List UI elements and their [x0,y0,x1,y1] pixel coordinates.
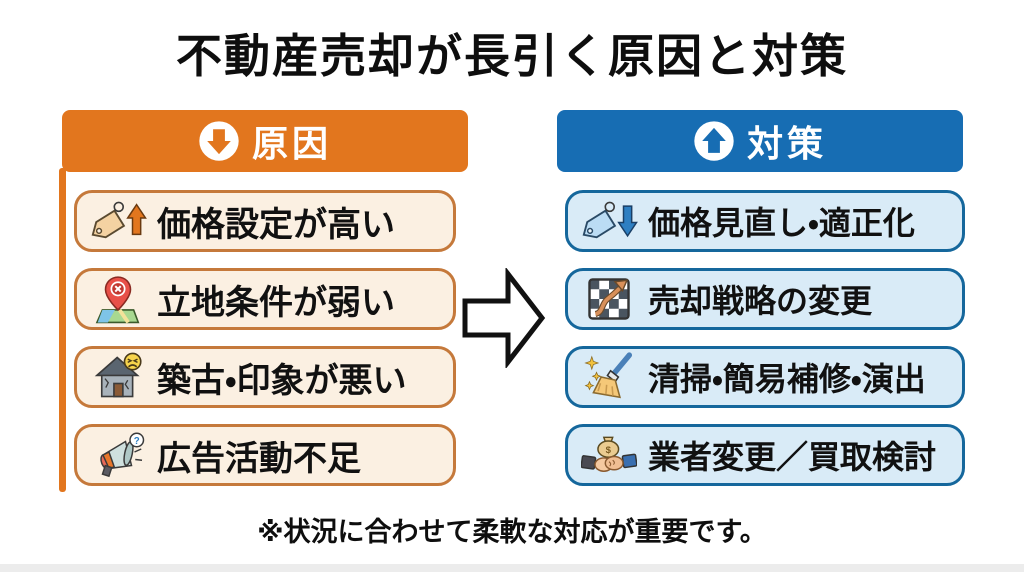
price-tag-down-icon [580,194,638,248]
solution-item-label: 清掃・簡易補修・演出 [648,361,926,397]
down-arrow-circle-icon [198,120,240,162]
strategy-checkerboard-arrow-icon [580,272,638,326]
causes-accent-line [59,168,66,492]
page-title: 不動産売却が長引く原因と対策 [176,30,848,82]
cause-item-label: 価格設定が高い [157,205,395,244]
footer-note: ※状況に合わせて柔軟な対応が重要です。 [257,517,767,547]
cause-item-label: 広告活動不足 [157,439,361,478]
bottom-strip [0,564,1024,572]
solutions-header: 対策 [557,110,963,172]
solution-item-label: 価格見直し・適正化 [648,205,915,241]
map-pin-x-icon [89,272,147,326]
cause-item-insufficient-advertising: ? 広告活動不足 [74,424,456,486]
svg-text:$: $ [606,445,612,456]
svg-text:?: ? [134,436,140,447]
solution-item-price-review: 価格見直し・適正化 [565,190,965,252]
solution-item-cleaning-repair-staging: 清掃・簡易補修・演出 [565,346,965,408]
solution-item-label: 業者変更／買取検討 [648,439,937,475]
price-tag-up-icon [89,194,147,248]
cause-item-high-price: 価格設定が高い [74,190,456,252]
cause-item-label: 立地条件が弱い [157,283,395,322]
solution-item-label: 売却戦略の変更 [648,283,873,319]
causes-header-label: 原因 [251,123,332,164]
broom-sparkles-icon [580,350,638,404]
handshake-money-bag-icon: $ [580,428,638,482]
cause-item-old-building: 築古・印象が悪い [74,346,456,408]
cause-item-weak-location: 立地条件が弱い [74,268,456,330]
solutions-header-label: 対策 [746,123,827,164]
causes-header: 原因 [62,110,468,172]
right-block-arrow-icon [462,266,546,370]
solution-item-change-agent-buyout: $ 業者変更／買取検討 [565,424,965,486]
cause-item-label: 築古・印象が悪い [157,361,407,400]
solution-item-strategy-change: 売却戦略の変更 [565,268,965,330]
megaphone-question-icon: ? [89,428,147,482]
up-arrow-circle-icon [693,120,735,162]
old-house-sad-icon [89,350,147,404]
